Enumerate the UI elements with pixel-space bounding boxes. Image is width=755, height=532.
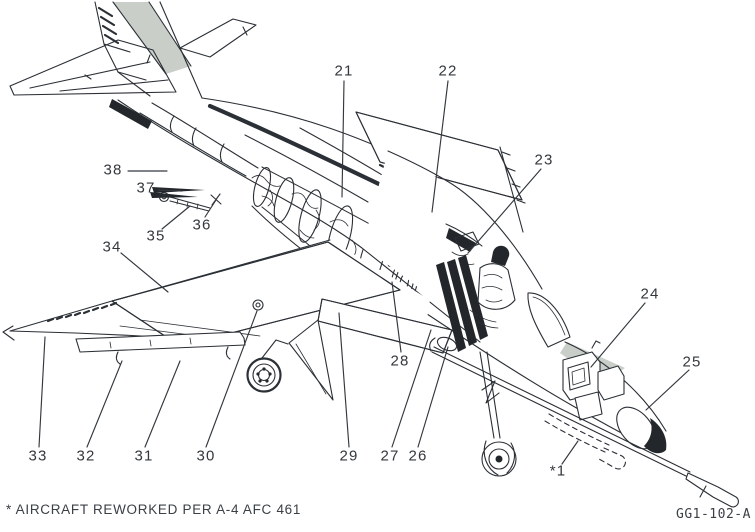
callout-36: 36 xyxy=(192,216,212,234)
refueling-probe xyxy=(431,346,739,508)
callout-33: 33 xyxy=(28,447,48,465)
vertical-stabilizer xyxy=(94,1,203,99)
callout-leader-lines xyxy=(38,80,690,465)
reworked-probe-dashed-outline xyxy=(544,413,626,470)
callout-32: 32 xyxy=(76,447,96,465)
callout-29: 29 xyxy=(339,447,359,465)
callout-35: 35 xyxy=(146,227,166,245)
callout-25: 25 xyxy=(682,353,702,371)
callout-34: 34 xyxy=(102,238,122,256)
callout-star-1: *1 xyxy=(549,462,567,480)
callout-27: 27 xyxy=(380,447,400,465)
callout-30: 30 xyxy=(196,447,216,465)
figure-number: GG1-102-A xyxy=(676,507,751,522)
callout-22: 22 xyxy=(438,62,458,80)
horizontal-stabilizer-right xyxy=(179,18,257,58)
forward-fuselage xyxy=(361,150,667,454)
horizontal-stabilizer-left xyxy=(9,39,177,96)
callout-26: 26 xyxy=(408,447,428,465)
callout-38: 38 xyxy=(103,161,123,179)
left-wing xyxy=(2,239,453,401)
callout-28: 28 xyxy=(390,352,410,370)
callout-21: 21 xyxy=(334,62,354,80)
nose-landing-gear xyxy=(479,351,517,477)
main-landing-gear xyxy=(246,339,289,393)
catapult-hook-fitting xyxy=(429,336,458,352)
callout-31: 31 xyxy=(134,447,154,465)
callout-23: 23 xyxy=(534,151,554,169)
callout-37: 37 xyxy=(136,179,156,197)
callout-24: 24 xyxy=(640,285,660,303)
footnote-text: * AIRCRAFT REWORKED PER A-4 AFC 461 xyxy=(6,502,302,517)
